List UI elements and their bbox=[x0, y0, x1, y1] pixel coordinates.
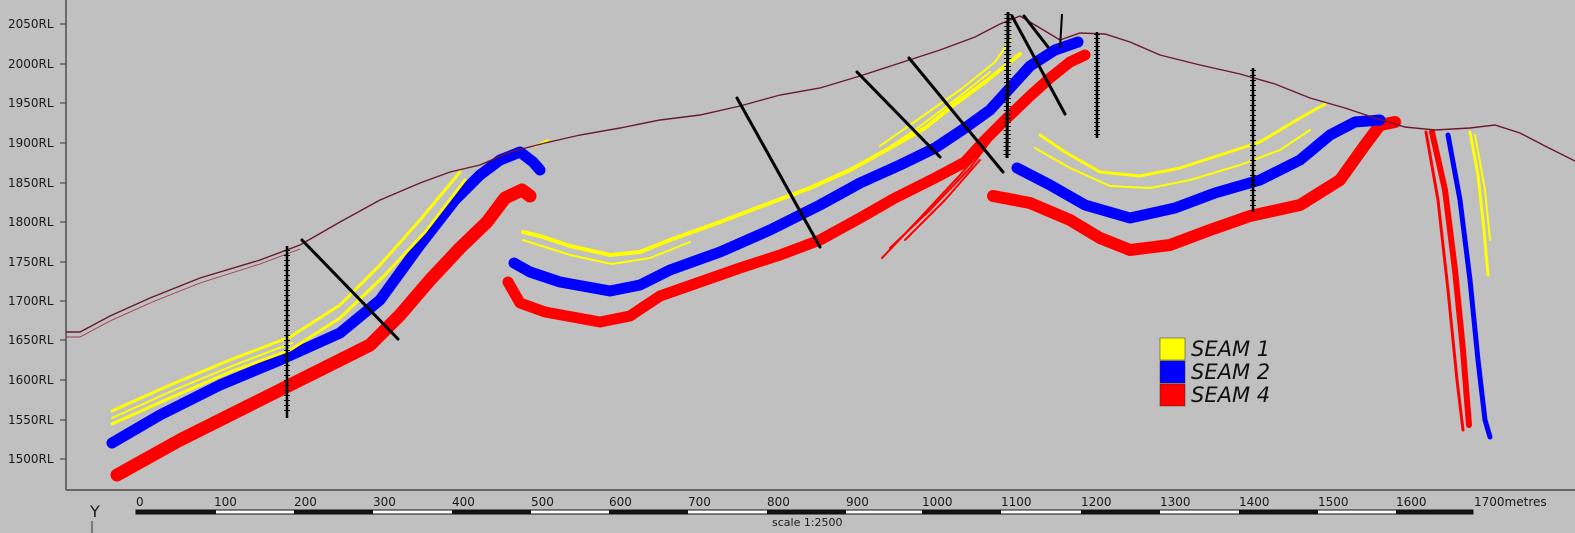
legend-item-seam-1: SEAM 1 bbox=[1159, 337, 1270, 361]
seam-4-limb bbox=[1424, 130, 1465, 432]
fault-line bbox=[735, 96, 822, 249]
seam-4-beds bbox=[110, 49, 1472, 482]
drill-hole bbox=[1005, 11, 1010, 159]
legend-label: SEAM 1 bbox=[1191, 337, 1270, 361]
seam-1-bed bbox=[879, 39, 1011, 147]
x-label: 500 bbox=[531, 495, 554, 509]
x-label: 1200 bbox=[1081, 495, 1112, 509]
y-label: 1750RL bbox=[8, 255, 54, 269]
seam-2-beds bbox=[106, 36, 1493, 449]
x-label: 1300 bbox=[1160, 495, 1191, 509]
scale-bar bbox=[135, 509, 1474, 515]
seam-4-bed bbox=[502, 49, 1091, 328]
seam-4-splay bbox=[904, 159, 981, 241]
y-label: 1900RL bbox=[8, 136, 54, 150]
y-label: 1800RL bbox=[8, 215, 54, 229]
fault-line bbox=[907, 56, 1005, 174]
y-label: 1500RL bbox=[8, 452, 54, 466]
y-label: 1650RL bbox=[8, 333, 54, 347]
x-label: 1700metres bbox=[1474, 495, 1547, 509]
legend-label: SEAM 2 bbox=[1191, 360, 1270, 384]
y-label: 1950RL bbox=[8, 96, 54, 110]
topography bbox=[66, 15, 1575, 338]
x-label: 800 bbox=[767, 495, 790, 509]
x-label: 1000 bbox=[922, 495, 953, 509]
seam-1-bed bbox=[111, 342, 293, 419]
fault-line bbox=[1022, 14, 1050, 49]
seam-4-limb bbox=[1429, 129, 1472, 428]
drill-holes bbox=[284, 11, 1256, 418]
ground-surface-line bbox=[66, 248, 301, 338]
x-label: 900 bbox=[846, 495, 869, 509]
fault-line bbox=[855, 70, 942, 159]
seam-2-limb bbox=[1445, 132, 1493, 440]
legend-swatch bbox=[1159, 337, 1186, 361]
seam-4-bed bbox=[987, 116, 1401, 256]
y-axis-ticks bbox=[60, 23, 66, 460]
seam-2-bed bbox=[508, 36, 1084, 297]
x-label: 400 bbox=[452, 495, 475, 509]
seam-1-bed bbox=[1038, 102, 1327, 178]
x-label: 100 bbox=[214, 495, 237, 509]
y-label: 1550RL bbox=[8, 413, 54, 427]
legend-item-seam-4: SEAM 4 bbox=[1159, 383, 1270, 407]
fault-line bbox=[1010, 14, 1067, 116]
seam-2-bed bbox=[1011, 114, 1386, 224]
seam-1-bed bbox=[110, 170, 462, 413]
legend-swatch bbox=[1159, 360, 1186, 384]
x-label: 1500 bbox=[1318, 495, 1349, 509]
x-label: 1600 bbox=[1396, 495, 1427, 509]
x-label: 200 bbox=[294, 495, 317, 509]
corner-y-label: Y bbox=[89, 502, 100, 521]
x-label: 1100 bbox=[1001, 495, 1032, 509]
x-label: 600 bbox=[609, 495, 632, 509]
scale-text: scale 1:2500 bbox=[772, 516, 843, 529]
seam-4-bed bbox=[110, 183, 537, 482]
x-axis: 0 100 200 300 400 500 600 700 800 900 10… bbox=[66, 489, 1575, 533]
x-label: 1400 bbox=[1239, 495, 1270, 509]
y-label: 1850RL bbox=[8, 176, 54, 190]
seam-1-bed bbox=[110, 178, 467, 426]
legend-swatch bbox=[1159, 383, 1186, 407]
faults bbox=[300, 14, 1067, 341]
seam-1-bed bbox=[869, 71, 991, 161]
ground-surface-line bbox=[66, 15, 1575, 333]
legend-label: SEAM 4 bbox=[1191, 383, 1270, 407]
seam-1-bed bbox=[522, 239, 691, 265]
y-axis: 2050RL 2000RL 1950RL 1900RL 1850RL 1800R… bbox=[8, 0, 67, 490]
drill-hole bbox=[1059, 13, 1063, 49]
y-label: 2050RL bbox=[8, 17, 54, 31]
x-label: 0 bbox=[136, 495, 144, 509]
x-label: 300 bbox=[373, 495, 396, 509]
y-label: 2000RL bbox=[8, 57, 54, 71]
fault-line bbox=[300, 238, 400, 341]
seam-1-bed bbox=[1034, 129, 1311, 189]
x-label: 700 bbox=[688, 495, 711, 509]
y-label: 1700RL bbox=[8, 294, 54, 308]
seam-1-limb bbox=[1468, 130, 1490, 277]
legend-item-seam-2: SEAM 2 bbox=[1159, 360, 1270, 384]
seam-1-limb bbox=[1474, 134, 1491, 241]
legend: SEAM 1 SEAM 2 SEAM 4 bbox=[1159, 337, 1270, 407]
y-label: 1600RL bbox=[8, 373, 54, 387]
seam-2-bed bbox=[106, 146, 546, 449]
